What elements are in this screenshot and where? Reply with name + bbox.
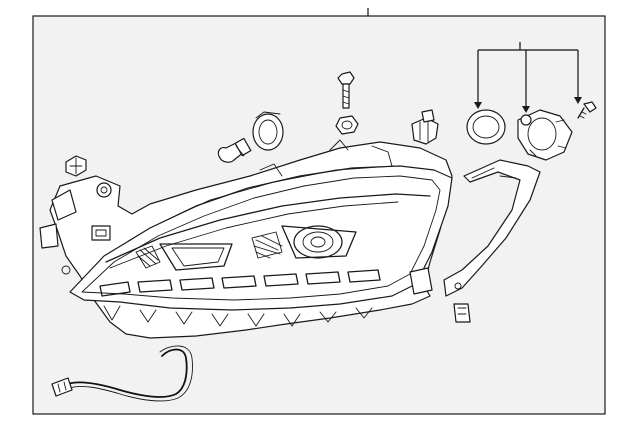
dust-cap [252,111,284,151]
seal-ring [466,109,506,145]
headlamp-assembly [39,139,453,339]
bulb [217,137,252,163]
bolt [337,71,355,109]
led-module [517,109,573,161]
screw [577,101,597,119]
grommet-nut [65,155,87,177]
mounting-bracket [443,159,541,297]
connector-bracket [411,109,439,145]
nut [335,115,359,135]
callout-leaders [474,42,582,113]
clip [453,303,471,323]
wiring-harness [51,345,193,402]
